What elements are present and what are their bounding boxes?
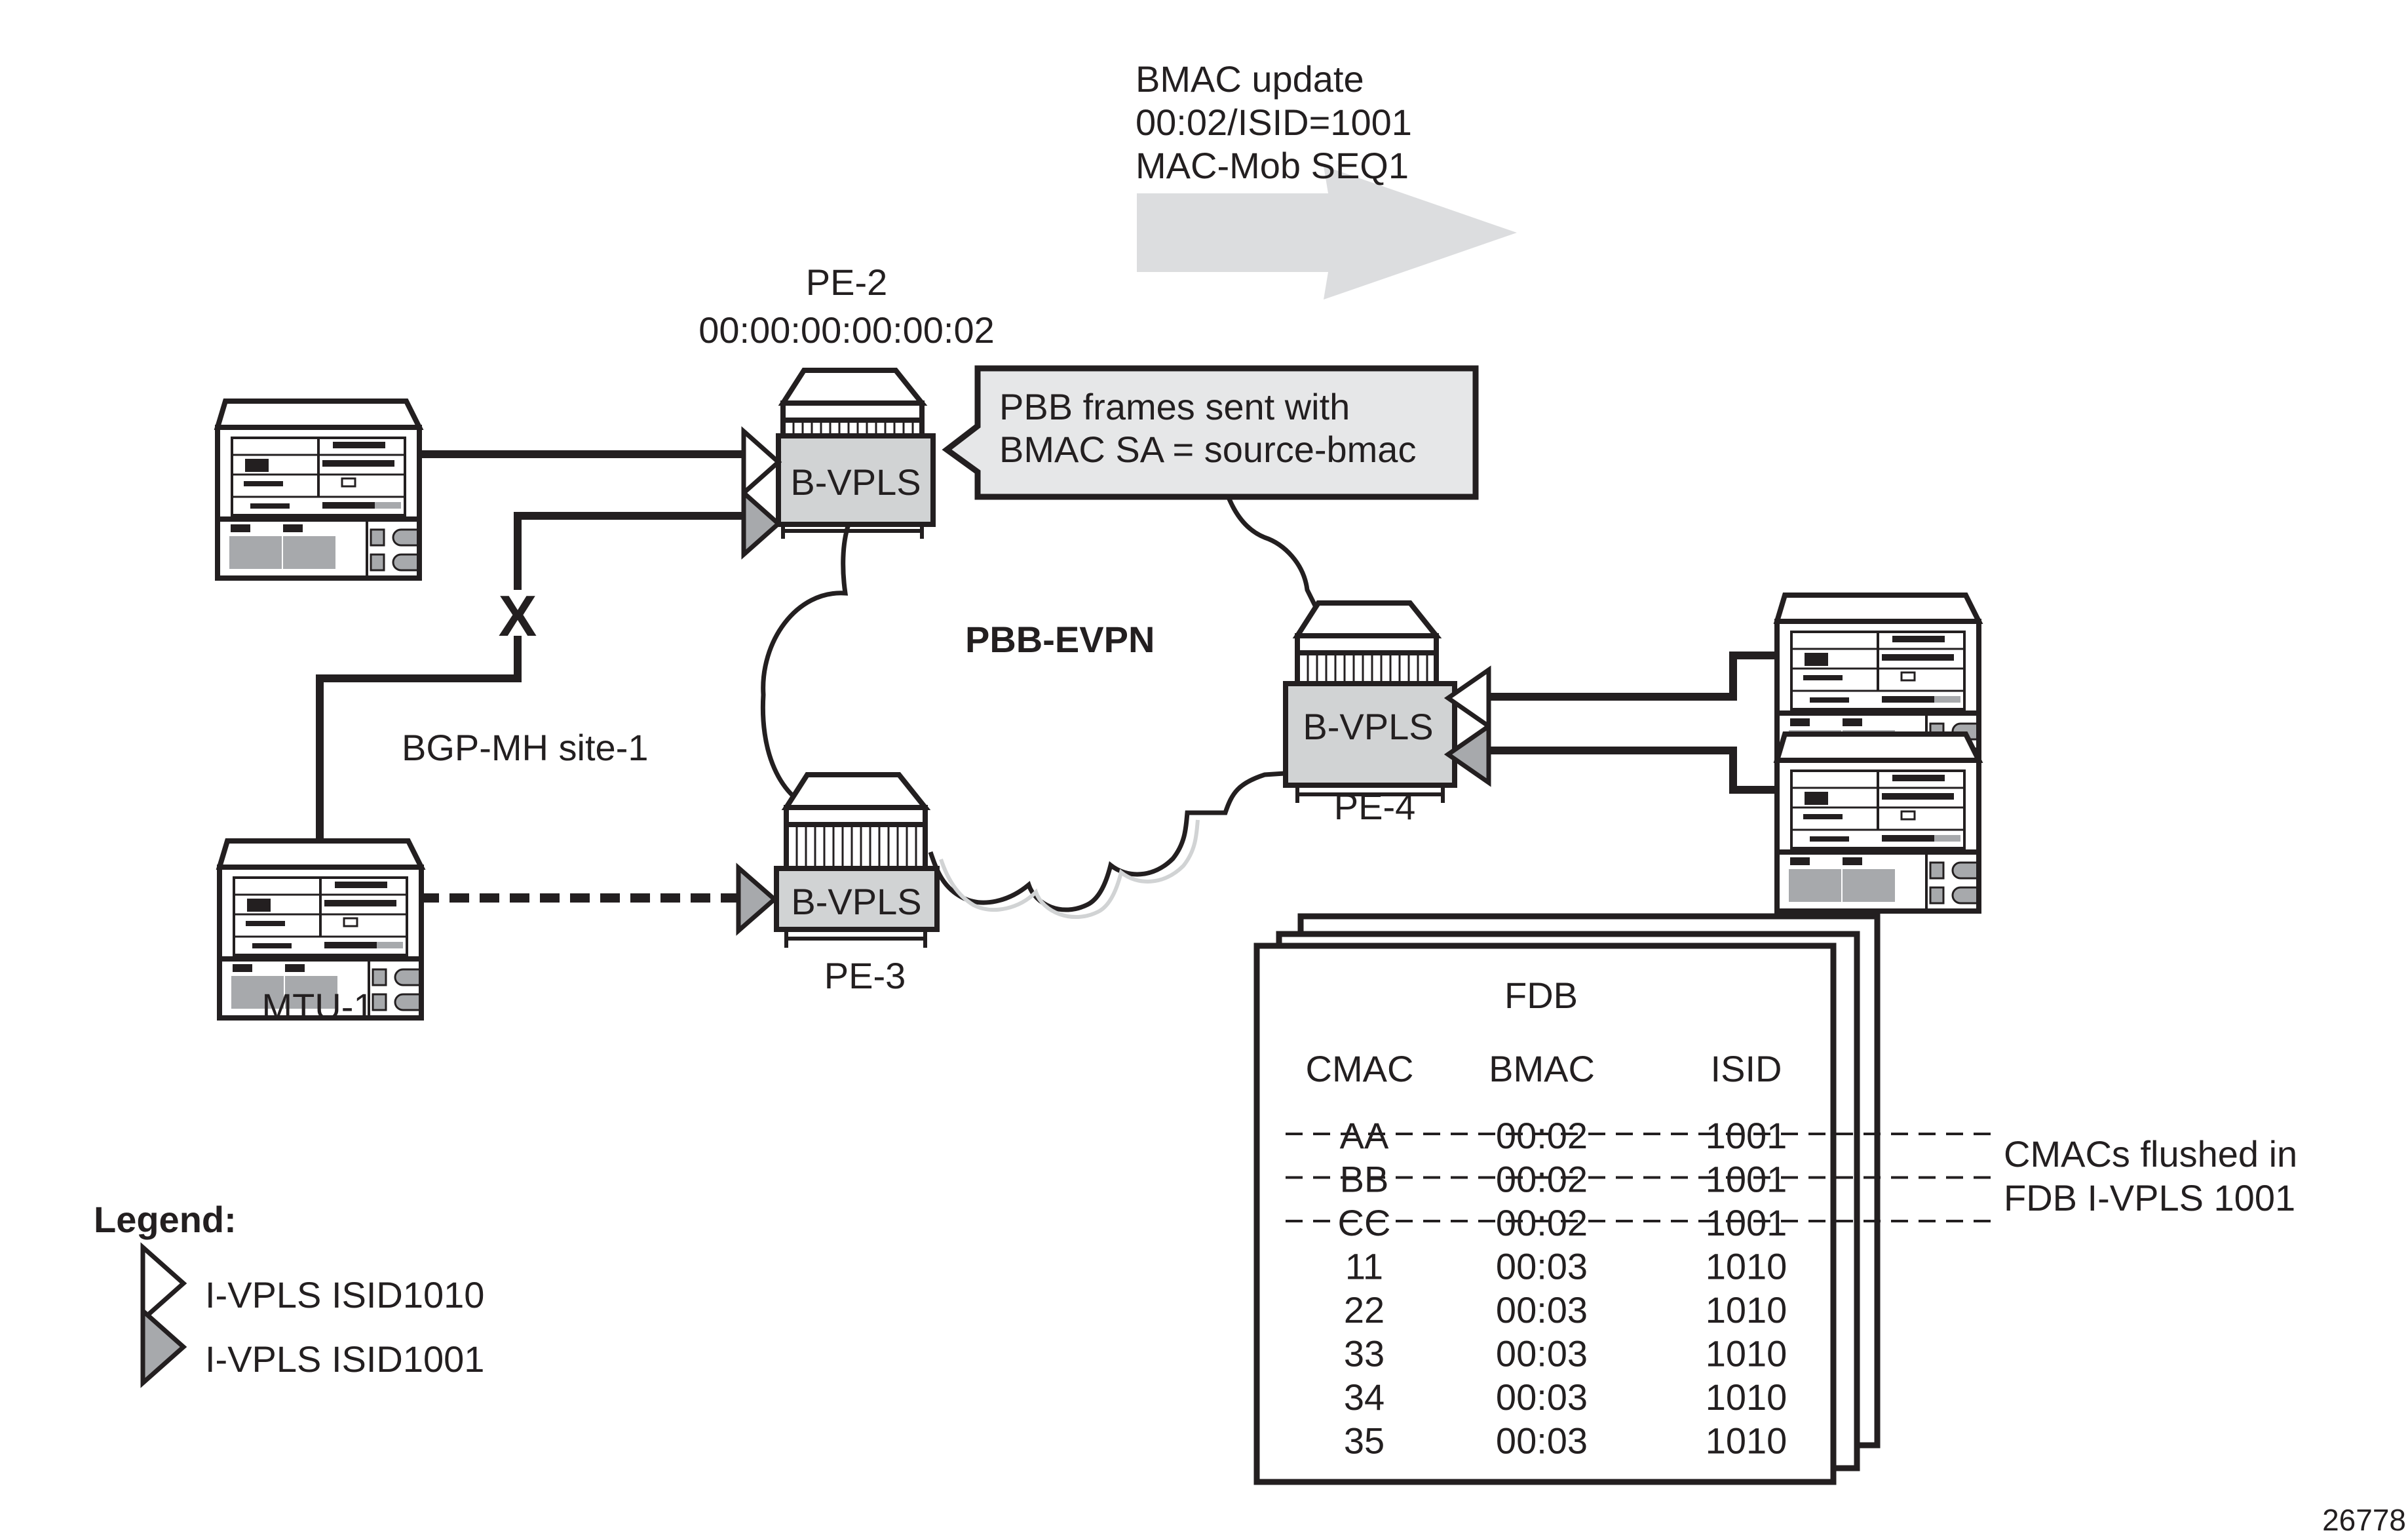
fdb-row-flushed: BB 00:02 1001: [1286, 1159, 1992, 1200]
cloud-label: PBB-EVPN: [965, 619, 1155, 660]
bmac-update-arrow: [1137, 166, 1517, 300]
fdb-cell-isid: 1001: [1706, 1159, 1787, 1200]
fdb-cell-isid: 1001: [1706, 1115, 1787, 1156]
pe2-router: [776, 370, 936, 539]
failure-mark: X: [499, 583, 537, 648]
fdb-cell-isid: 1010: [1706, 1289, 1787, 1331]
gray-triangle-icon: [140, 1306, 187, 1388]
pe4-router: [1283, 603, 1457, 803]
figure-id: 26778: [2322, 1503, 2406, 1537]
fdb-cell-cmac: AA: [1340, 1115, 1389, 1156]
fdb-cell-bmac: 00:03: [1496, 1289, 1588, 1331]
pe2-mac: 00:00:00:00:00:02: [698, 309, 995, 351]
fdb-cell-cmac: 34: [1344, 1376, 1385, 1418]
white-triangle-icon: [1443, 665, 1491, 731]
failure-gap: [498, 590, 537, 636]
pe3-service-label: B-VPLS: [791, 881, 921, 922]
fdb-cell-bmac: 00:03: [1496, 1333, 1588, 1374]
fdb-header-cmac: CMAC: [1306, 1048, 1414, 1089]
arrow-note-line-3: MAC-Mob SEQ1: [1136, 145, 1409, 186]
fdb-cell-bmac: 00:03: [1496, 1376, 1588, 1418]
fdb-cell-cmac: 22: [1344, 1289, 1385, 1331]
fdb-cell-bmac: 00:03: [1496, 1420, 1588, 1462]
fdb-pages: [1253, 913, 1881, 1485]
fdb-cell-isid: 1010: [1706, 1420, 1787, 1462]
link-pe4-ce-top: [1487, 652, 1776, 701]
legend-title: Legend:: [94, 1199, 237, 1240]
flush-note-line-2: FDB I-VPLS 1001: [2004, 1177, 2295, 1218]
fdb-cell-bmac: 00:02: [1496, 1202, 1588, 1243]
white-triangle-icon: [741, 426, 782, 498]
fdb-row: 34 00:03 1010: [1344, 1376, 1787, 1418]
white-triangle-icon: [140, 1242, 187, 1325]
fdb-row: 11 00:03 1010: [1345, 1246, 1787, 1287]
gray-triangle-icon: [1443, 722, 1491, 787]
fdb-cell-isid: 1001: [1706, 1202, 1787, 1243]
links: [316, 450, 1776, 903]
fdb-cell-cmac: 11: [1345, 1246, 1383, 1287]
pe3-name: PE-3: [824, 955, 906, 996]
fdb-cell-cmac: 33: [1344, 1333, 1385, 1374]
fdb-header-bmac: BMAC: [1489, 1048, 1595, 1089]
fdb-cell-cmac: BB: [1340, 1159, 1389, 1200]
legend-item-1001: I-VPLS ISID1001: [205, 1338, 484, 1380]
fdb-cell-cmac: 35: [1344, 1420, 1385, 1462]
callout-box: [942, 365, 1479, 500]
link-pe4-ce-bottom: [1487, 747, 1776, 794]
fdb-cell-cmac: CC: [1338, 1202, 1391, 1243]
fdb-cell-isid: 1010: [1706, 1246, 1787, 1287]
flush-note-line-1: CMACs flushed in: [2004, 1133, 2297, 1175]
gray-triangle-icon: [741, 488, 782, 560]
fdb-row-flushed: CC 00:02 1001: [1286, 1202, 1992, 1243]
ce-device-pe2-site: [218, 401, 419, 578]
fdb-cell-isid: 1010: [1706, 1333, 1787, 1374]
link-mtu1-pe2: [316, 512, 747, 842]
pe3-router: [774, 775, 940, 948]
gray-triangle-icon: [736, 863, 778, 936]
pe4-name: PE-4: [1334, 786, 1416, 827]
fdb-title: FDB: [1504, 975, 1578, 1016]
arrow-note-line-1: BMAC update: [1136, 58, 1364, 100]
pe2-service-label: B-VPLS: [790, 461, 921, 503]
fdb-header-isid: ISID: [1711, 1048, 1782, 1089]
fdb-cell-isid: 1010: [1706, 1376, 1787, 1418]
fdb-row: 33 00:03 1010: [1344, 1333, 1787, 1374]
mtu1-label: MTU-1: [261, 986, 373, 1027]
arrow-note-line-2: 00:02/ISID=1001: [1136, 102, 1412, 143]
pe2-name: PE-2: [806, 262, 888, 303]
fdb-cell-bmac: 00:02: [1496, 1159, 1588, 1200]
fdb-cell-bmac: 00:03: [1496, 1246, 1588, 1287]
ce-device-pe4-bottom: [1777, 734, 1979, 911]
bgp-mh-label: BGP-MH site-1: [402, 727, 649, 768]
callout-line-2: BMAC SA = source-bmac: [999, 429, 1416, 470]
fdb-cell-bmac: 00:02: [1496, 1115, 1588, 1156]
fdb-row: 35 00:03 1010: [1344, 1420, 1787, 1462]
legend-item-1010: I-VPLS ISID1010: [205, 1274, 484, 1315]
fdb-row: 22 00:03 1010: [1344, 1289, 1787, 1331]
pe4-service-label: B-VPLS: [1303, 706, 1433, 747]
fdb-row-flushed: AA 00:02 1001: [1286, 1115, 1992, 1156]
callout-line-1: PBB frames sent with: [999, 386, 1350, 427]
